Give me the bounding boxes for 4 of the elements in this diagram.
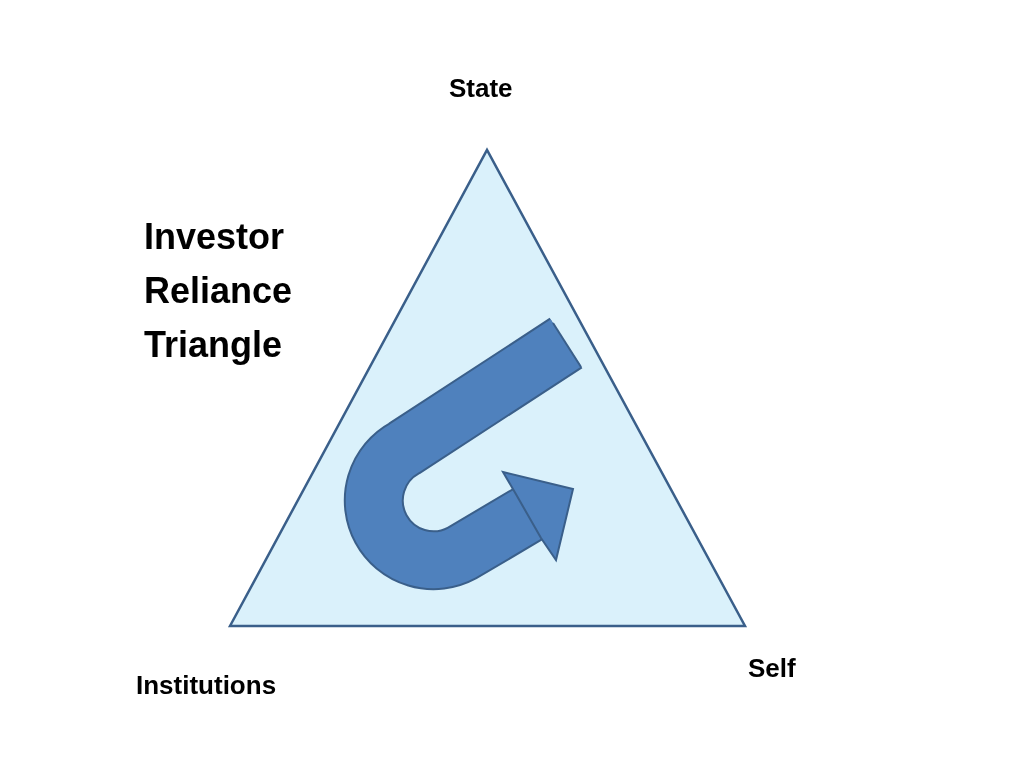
vertex-label: Self: [748, 653, 796, 684]
vertex-label: Institutions: [136, 670, 277, 701]
vertex-label: State: [449, 73, 513, 104]
diagram-title: Investor Reliance Triangle: [144, 215, 294, 367]
